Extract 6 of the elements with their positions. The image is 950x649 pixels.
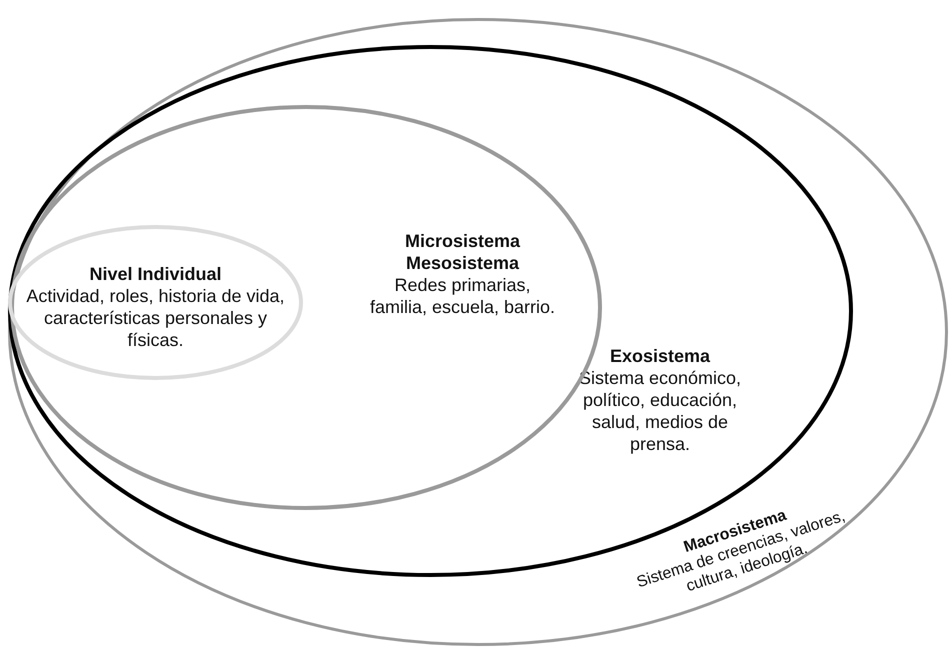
level-description: Actividad, roles, historia de vida, características personales y físicas. bbox=[25, 285, 286, 351]
level-heading: Microsistema bbox=[404, 230, 522, 252]
level-heading: Exosistema bbox=[608, 345, 712, 367]
level-description: Redes primarias, familia, escuela, barrio. bbox=[368, 274, 556, 318]
level-heading: Mesosistema bbox=[404, 252, 520, 274]
level-heading: Nivel Individual bbox=[88, 263, 223, 285]
